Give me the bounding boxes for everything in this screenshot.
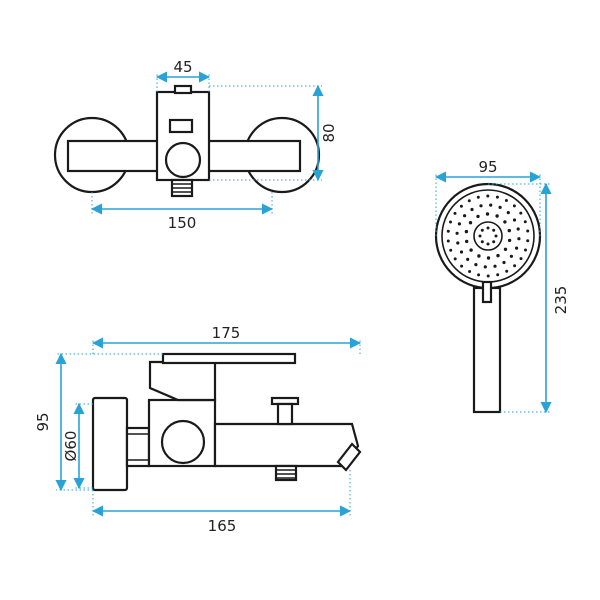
bath-spout (213, 422, 360, 468)
nozzle-hole (457, 222, 461, 226)
shower-outlet-thread (170, 178, 194, 198)
nozzle-hole (523, 220, 527, 224)
nozzle-hole (503, 220, 507, 224)
lever-housing (148, 360, 217, 402)
nozzle-hole (496, 253, 500, 258)
nozzle-hole (464, 229, 469, 234)
nozzle-hole (467, 199, 471, 203)
nozzle-hole (494, 234, 498, 238)
nozzle-hole (468, 270, 472, 273)
center-ring (473, 221, 503, 251)
nozzle-hole (477, 273, 481, 277)
shower-handle (472, 286, 502, 414)
nozzle-hole (509, 254, 513, 258)
nozzle-hole (507, 238, 512, 243)
lever-top-knob (173, 84, 193, 95)
dim-flange-diameter: Ø60 (62, 431, 80, 462)
nozzle-hole (502, 260, 506, 265)
nozzle-hole (446, 239, 450, 243)
nozzle-hole (495, 195, 499, 199)
dim-head-diameter: 95 (478, 158, 497, 176)
nozzle-hole (469, 248, 473, 252)
nozzle-hole (466, 257, 470, 261)
nozzle-hole (504, 199, 508, 202)
nozzle-hole (524, 248, 527, 252)
diverter-knob (164, 141, 202, 179)
top-view: 45 80 150 (53, 58, 338, 232)
dim-top-span: 150 (168, 214, 197, 232)
diverter-knob-side (160, 419, 206, 465)
nozzle-hole (468, 221, 473, 225)
nozzle-hole (526, 239, 530, 243)
shower-outlet-thread-side (274, 464, 298, 482)
nozzle-hole (459, 250, 464, 254)
shower-button (481, 280, 493, 304)
nozzle-hole (486, 242, 490, 246)
nozzle-hole (470, 207, 474, 212)
nozzle-hole (526, 229, 530, 233)
nozzle-hole (478, 234, 482, 238)
nozzle-hole (516, 227, 520, 231)
lever-plate (161, 352, 297, 365)
nozzle-hole (489, 203, 493, 207)
wall-flange (91, 396, 129, 492)
nozzle-hole (495, 214, 499, 218)
nozzle-hole (479, 204, 483, 208)
nozzle-hole (460, 264, 464, 268)
nozzle-hole (485, 212, 490, 216)
nozzle-hole (492, 228, 496, 232)
shower-nozzles (446, 194, 530, 278)
dim-top-height: 80 (320, 123, 338, 142)
dim-side-height: 95 (34, 412, 52, 431)
side-view: 175 95 Ø60 165 (34, 324, 362, 535)
nozzle-hole (507, 228, 511, 233)
nozzle-hole (512, 204, 516, 208)
nozzle-hole (474, 263, 478, 267)
nozzle-hole (486, 274, 490, 278)
nozzle-hole (446, 229, 450, 233)
nozzle-hole (480, 228, 484, 232)
nozzle-hole (476, 214, 480, 219)
dim-top-width: 45 (173, 58, 192, 76)
nozzle-hole (496, 273, 500, 277)
nozzle-hole (453, 211, 457, 215)
nozzle-hole (512, 218, 517, 222)
shower-head (434, 182, 542, 290)
dim-handset-length: 235 (552, 286, 570, 315)
dim-side-depth: 165 (208, 517, 237, 535)
nozzle-hole (486, 256, 491, 260)
nozzle-hole (455, 231, 459, 235)
nozzle-hole (465, 239, 469, 244)
hand-shower-view: 95 235 (434, 158, 570, 414)
nozzle-hole (513, 264, 517, 268)
nozzle-hole (480, 240, 484, 244)
nozzle-hole (476, 195, 480, 199)
nozzle-hole (477, 254, 481, 258)
nozzle-hole (517, 237, 521, 241)
nozzle-hole (519, 257, 523, 261)
diverter-cap (168, 118, 194, 134)
nozzle-hole (483, 265, 487, 269)
diverter-pull (276, 402, 294, 426)
dim-side-length: 175 (212, 324, 241, 342)
spout-tip (336, 442, 362, 472)
nozzle-hole (506, 211, 510, 215)
nozzle-hole (493, 264, 497, 268)
nozzle-hole (463, 214, 467, 218)
nozzle-hole (486, 226, 490, 230)
nozzle-hole (503, 247, 508, 251)
nozzle-hole (498, 205, 502, 209)
nozzle-hole (515, 246, 519, 250)
nozzle-hole (453, 257, 457, 261)
nozzle-hole (456, 241, 460, 245)
nozzle-hole (486, 194, 490, 198)
nozzle-hole (449, 220, 452, 224)
nozzle-hole (459, 204, 463, 208)
nozzle-hole (519, 211, 523, 215)
nozzle-hole (505, 269, 509, 273)
nozzle-hole (492, 240, 496, 244)
nozzle-hole (449, 248, 453, 252)
